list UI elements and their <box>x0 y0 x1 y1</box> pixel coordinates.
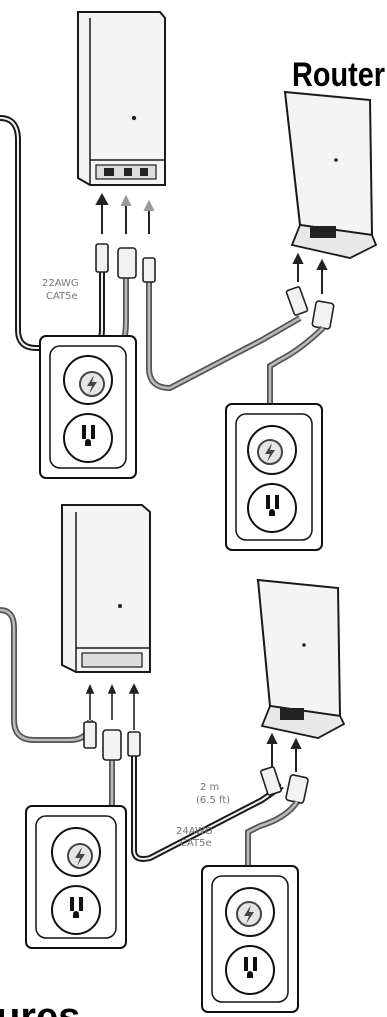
dc-plug <box>311 300 335 330</box>
rj45-plug <box>95 243 109 273</box>
bottom-heading-fragment: ures <box>0 995 81 1017</box>
poe-adapter-device <box>61 504 151 673</box>
power-bolt-icon <box>67 843 93 869</box>
insert-arrows <box>95 192 155 234</box>
rj45-plug <box>83 721 97 749</box>
cable-length-line2: (6.5 ft) <box>196 795 230 806</box>
power-bolt-icon <box>236 901 262 927</box>
wall-outlet <box>39 335 137 479</box>
dc-cable <box>146 278 302 392</box>
cable-spec-line2: CAT5e <box>180 838 212 849</box>
power-bolt-icon <box>257 439 283 465</box>
wall-outlet <box>225 403 323 551</box>
power-plug <box>117 247 137 279</box>
cable-spec-line2: CAT5e <box>46 291 78 302</box>
wall-outlet <box>25 805 127 949</box>
power-plug <box>102 729 122 761</box>
poe-adapter-device <box>77 11 166 186</box>
router-title: Router <box>292 56 385 94</box>
router-device <box>256 578 346 739</box>
rj45-plug <box>260 766 282 796</box>
wall-outlet <box>201 865 299 1013</box>
insert-arrows <box>292 252 328 294</box>
dc-plug <box>142 257 156 283</box>
rj45-plug <box>127 731 141 757</box>
cable-length-line1: 2 m <box>200 782 219 793</box>
cable-spec-line1: 24AWG <box>176 826 213 837</box>
power-bolt-icon <box>79 371 105 397</box>
insert-arrows <box>266 732 302 772</box>
insert-arrows <box>85 683 140 730</box>
dc-plug <box>285 774 309 804</box>
router-device <box>283 90 378 259</box>
cable-spec-line1: 22AWG <box>42 278 79 289</box>
rj45-plug <box>285 286 309 316</box>
